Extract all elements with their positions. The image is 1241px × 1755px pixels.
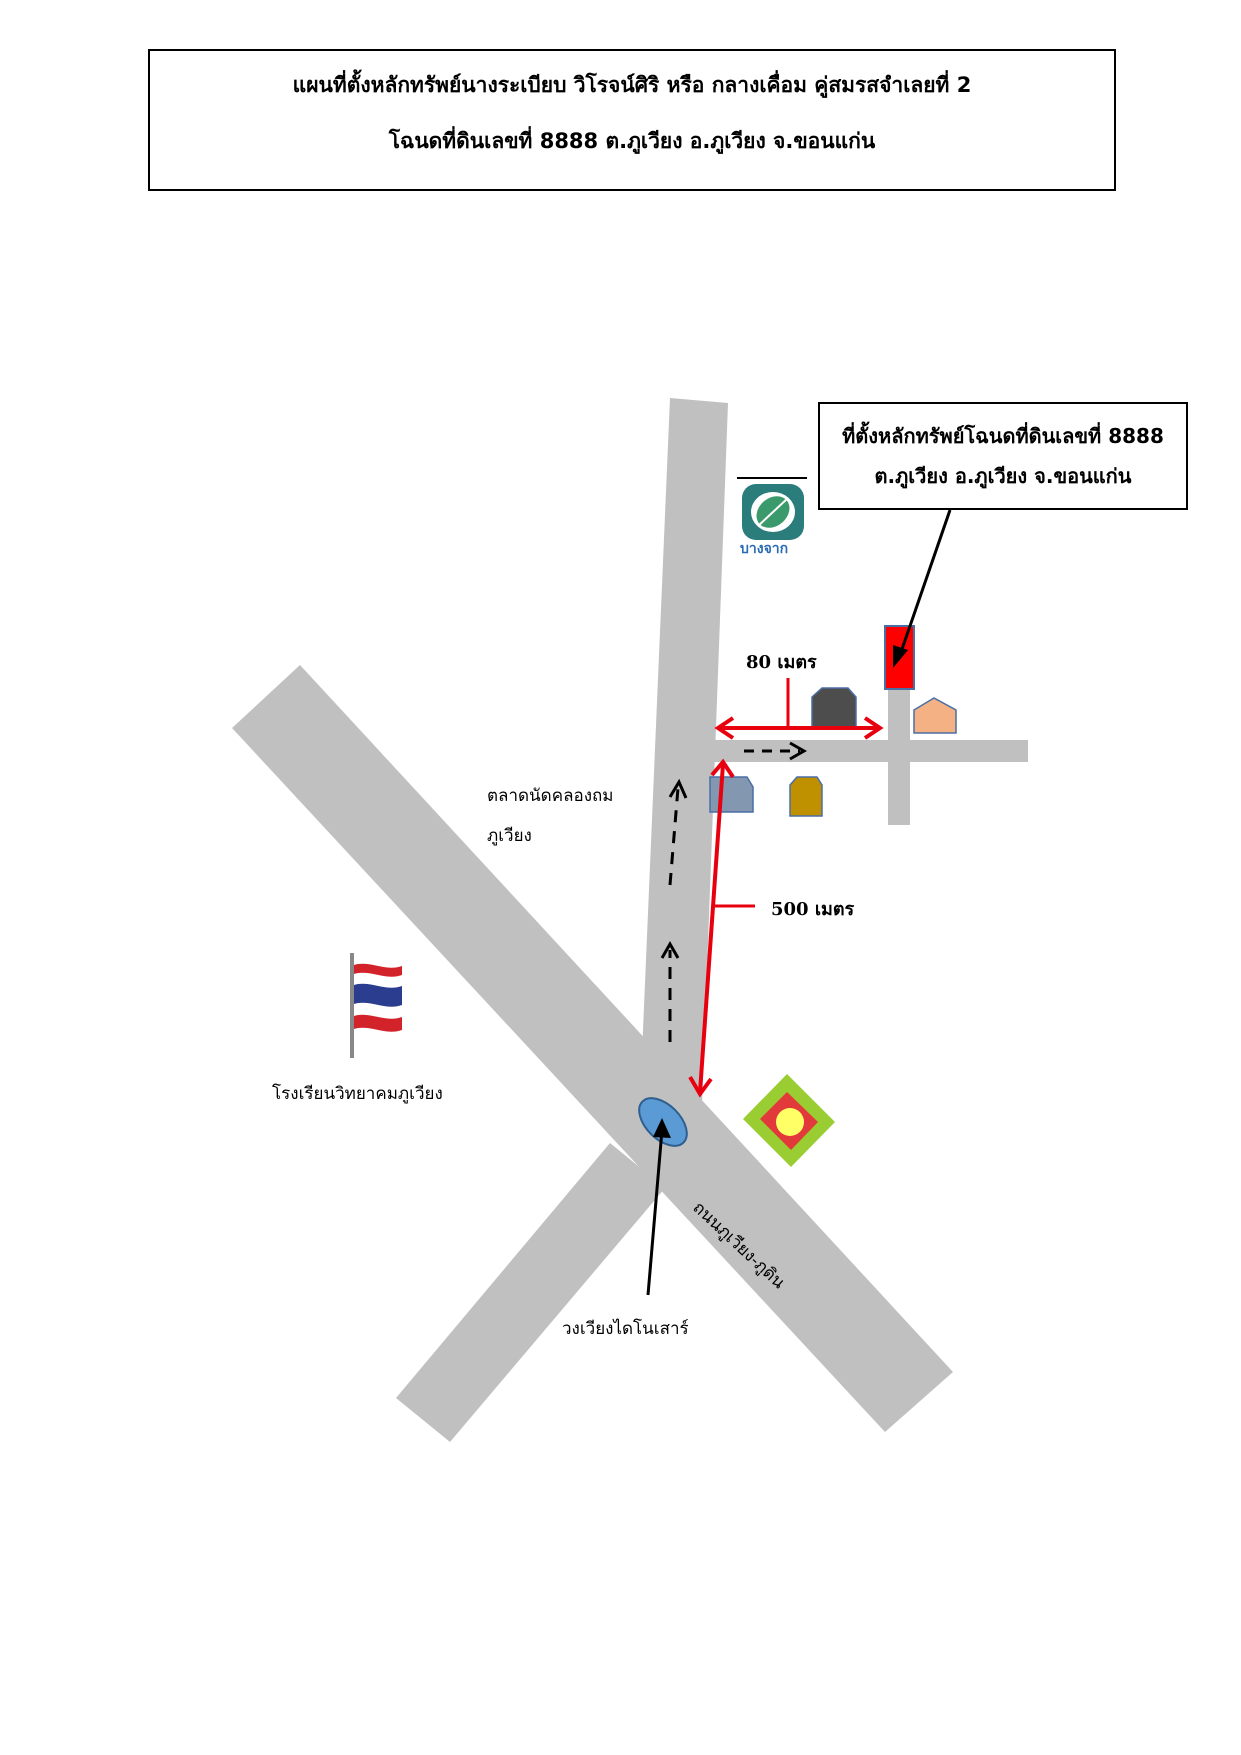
distance-500-label: 500 เมตร [771,899,855,920]
direction-arrow-east-head [789,741,808,761]
main-road-north [640,398,728,1105]
market-label-line-1: ตลาดนัดคลองถม [487,786,614,806]
house-orange [913,697,957,734]
bangchak-logo [737,477,807,540]
house-dark [811,687,857,728]
roundabout-pointer-arrowhead [653,1118,671,1138]
distance-500-arrowhead-bottom [688,1075,713,1098]
distance-80-arrowhead-left [714,716,735,740]
house-gold [789,776,823,817]
direction-arrow-lower-head [660,940,680,959]
school-label: โรงเรียนวิทยาคมภูเวียง [272,1084,443,1104]
diagonal-road-sw [396,1143,665,1442]
bangchak-logo-text: บางจาก [740,541,789,557]
shop-logo [743,1074,835,1167]
callout-pointer-line [898,509,952,656]
market-label-line-2: ภูเวียง [487,826,532,846]
distance-500-arrowhead-top [710,758,735,779]
distance-80-label: 80 เมตร [746,652,817,673]
thai-flag-icon [350,953,402,1058]
distance-80-arrowhead-right [863,716,884,740]
title-line-2: โฉนดที่ดินเลขที่ 8888 ต.ภูเวียง อ.ภูเวีย… [388,129,876,153]
callout-pointer-arrowhead [893,645,908,668]
property-location-line-1: ที่ตั้งหลักทรัพย์โฉนดที่ดินเลขที่ 8888 [842,424,1164,448]
property-location-line-2: ต.ภูเวียง อ.ภูเวียง จ.ขอนแก่น [874,464,1132,488]
distance-500-arrow [698,763,725,1093]
direction-arrow-upper [668,787,680,886]
property-location-callout: ที่ตั้งหลักทรัพย์โฉนดที่ดินเลขที่ 8888 ต… [818,402,1188,510]
roundabout-label: วงเวียงไดโนเสาร์ [562,1319,689,1339]
house-blue [709,776,754,813]
title-box: แผนที่ตั้งหลักทรัพย์นางระเบียบ วิโรจน์ศิ… [148,49,1116,191]
roundabout-pointer-line [646,1129,664,1296]
title-line-1: แผนที่ตั้งหลักทรัพย์นางระเบียบ วิโรจน์ศิ… [292,73,972,97]
side-road-vertical [888,690,910,825]
direction-arrow-upper-head [668,778,688,799]
diagonal-road-nw-se [232,665,953,1432]
side-road-east [708,740,1028,762]
